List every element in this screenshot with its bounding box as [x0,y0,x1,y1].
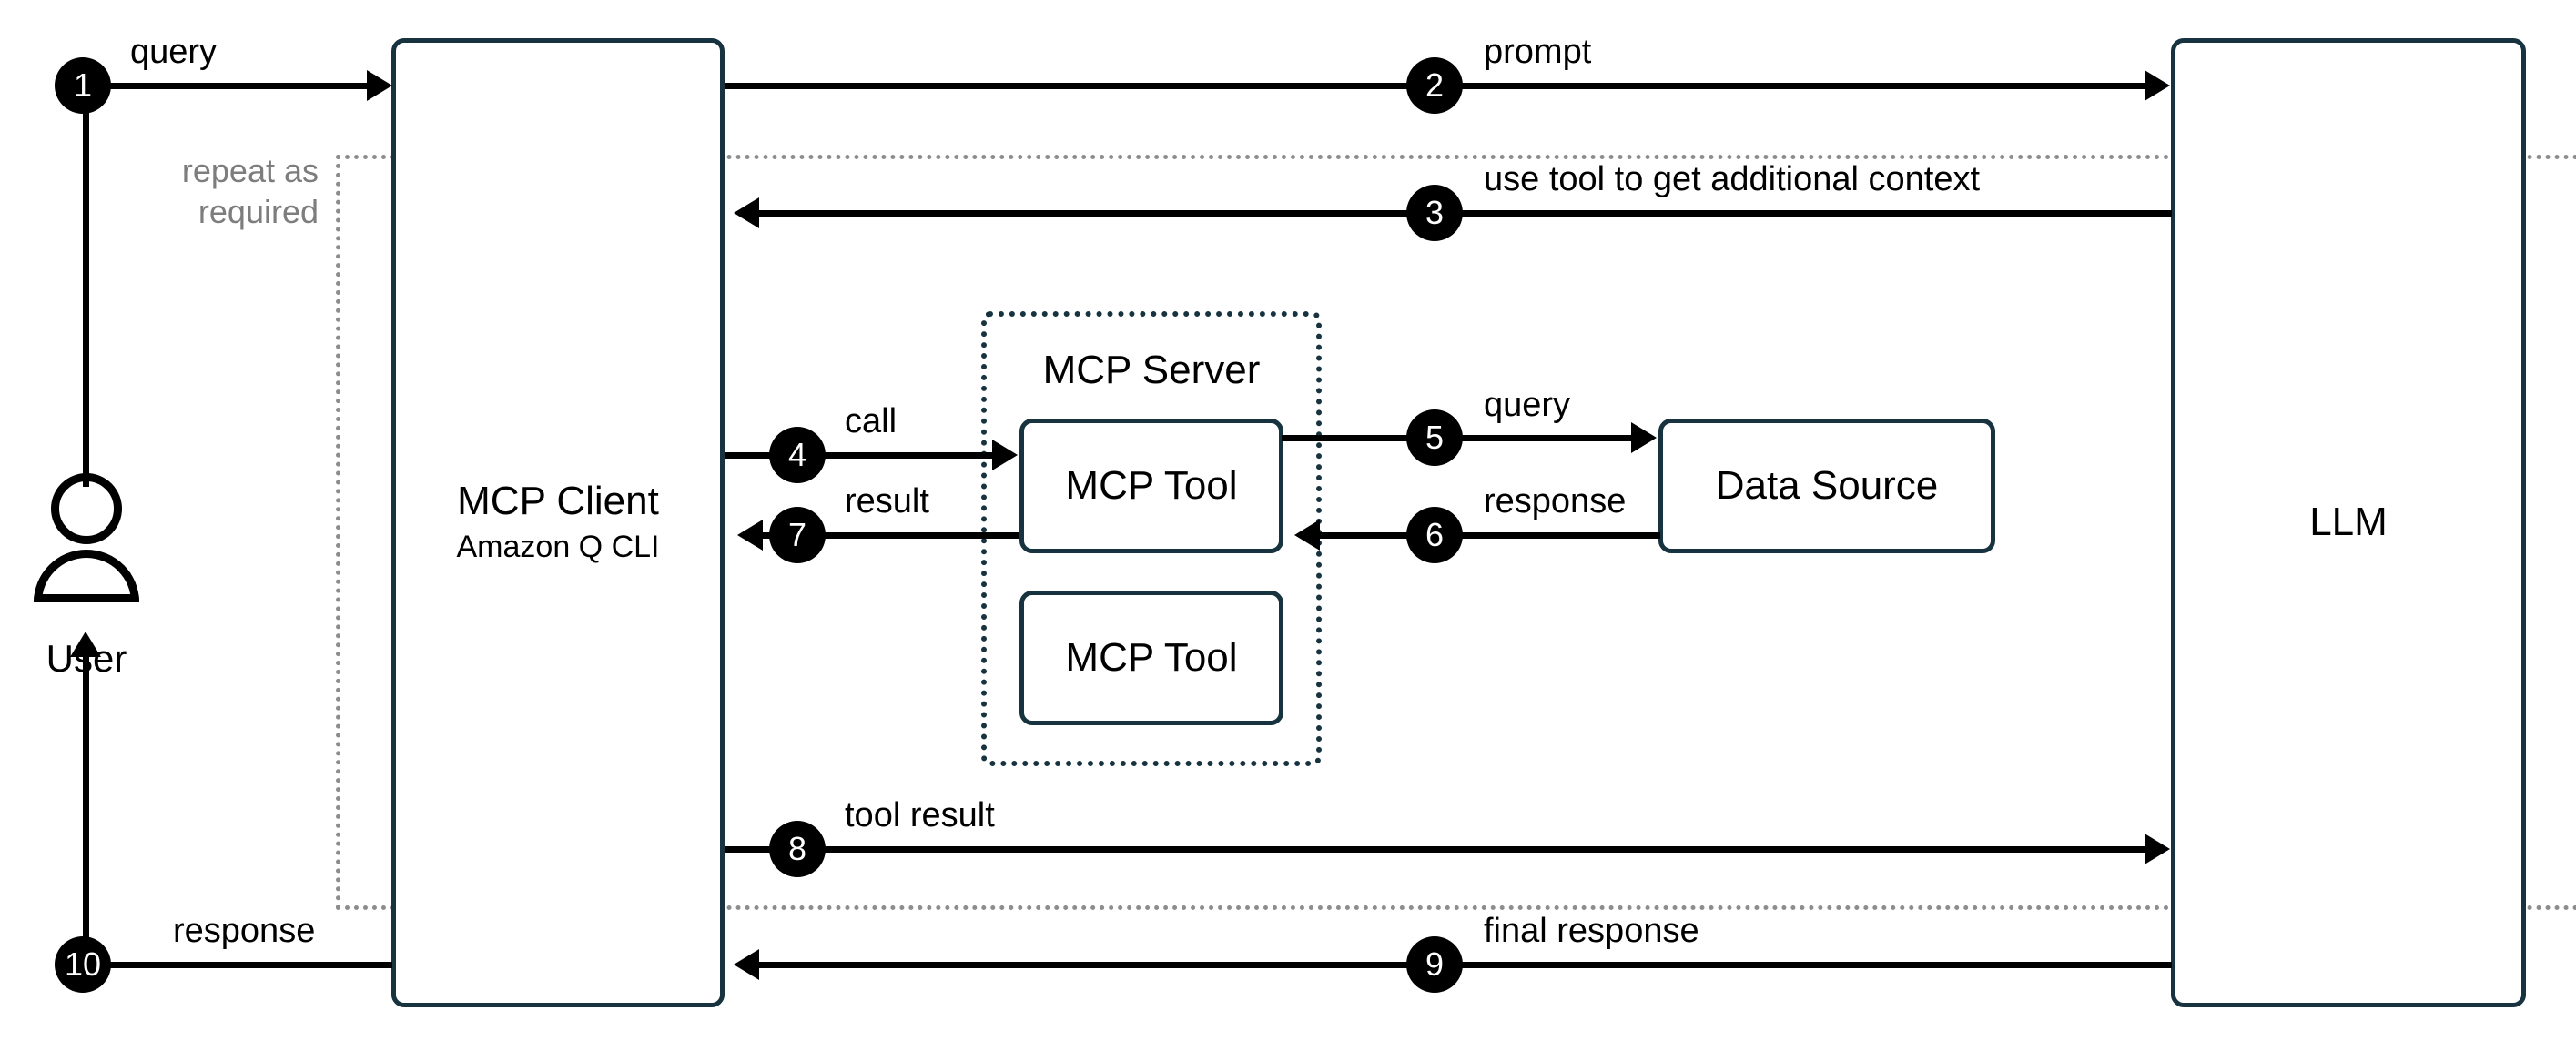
flow-marker-10: 10 [55,936,111,993]
flow-1-vertical-line [83,86,89,487]
flow-label-4: call [845,402,898,440]
flow-8-line [725,846,2145,853]
user-body-icon [34,550,139,602]
flow-label-10: response [173,912,316,950]
flow-marker-1: 1 [55,57,111,114]
flow-label-7: result [845,482,929,520]
flow-9-arrowhead [734,949,759,980]
node-data-source[interactable]: Data Source [1658,419,1995,553]
mcp-client-title: MCP Client [457,478,659,523]
repeat-region-label: repeat as required [181,152,319,230]
flow-3-line [759,210,2172,217]
mcp-tool-1-label: MCP Tool [1065,462,1238,508]
flow-marker-5: 5 [1406,409,1463,466]
mcp-client-subtitle: Amazon Q CLI [456,530,660,565]
llm-title: LLM [2309,500,2388,545]
flow-5-arrowhead [1631,422,1657,453]
flow-1-arrowhead [367,70,392,101]
flow-marker-4: 4 [769,427,826,483]
mcp-tool-2-label: MCP Tool [1065,634,1238,680]
user-actor-icon [34,473,139,602]
flow-marker-2: 2 [1406,57,1463,114]
flow-3-arrowhead [734,197,759,228]
flow-4-line [725,452,994,459]
flow-7-arrowhead [737,520,763,551]
node-mcp-client[interactable]: MCP Client Amazon Q CLI [391,38,725,1007]
flow-label-8: tool result [845,796,995,834]
flow-10-line [83,962,392,968]
flow-label-9: final response [1484,912,1699,950]
flow-marker-7: 7 [769,507,826,563]
flow-marker-3: 3 [1406,185,1463,241]
flow-9-line [759,962,2172,968]
flow-6-arrowhead [1294,520,1320,551]
flow-2-arrowhead [2145,70,2170,101]
node-mcp-tool-1[interactable]: MCP Tool [1019,419,1283,553]
flow-marker-8: 8 [769,821,826,877]
data-source-label: Data Source [1715,462,1939,508]
node-mcp-tool-2[interactable]: MCP Tool [1019,591,1283,725]
flow-10-arrowhead [70,632,101,657]
node-llm[interactable]: LLM [2171,38,2526,1007]
flow-label-2: prompt [1484,33,1592,71]
flow-4-arrowhead [992,440,1018,470]
repeat-region [336,155,2576,910]
flow-10-vertical-line [83,657,89,962]
mcp-server-label: MCP Server [1042,348,1261,392]
flow-label-5: query [1484,386,1571,424]
flow-7-line [763,532,1019,539]
flow-label-1: query [130,33,218,71]
flow-8-arrowhead [2145,834,2170,864]
flow-marker-9: 9 [1406,936,1463,993]
flow-label-3: use tool to get additional context [1484,160,1981,198]
flow-1-line [83,83,383,89]
flow-label-6: response [1484,482,1627,520]
flow-marker-6: 6 [1406,507,1463,563]
flow-6-line [1320,532,1660,539]
